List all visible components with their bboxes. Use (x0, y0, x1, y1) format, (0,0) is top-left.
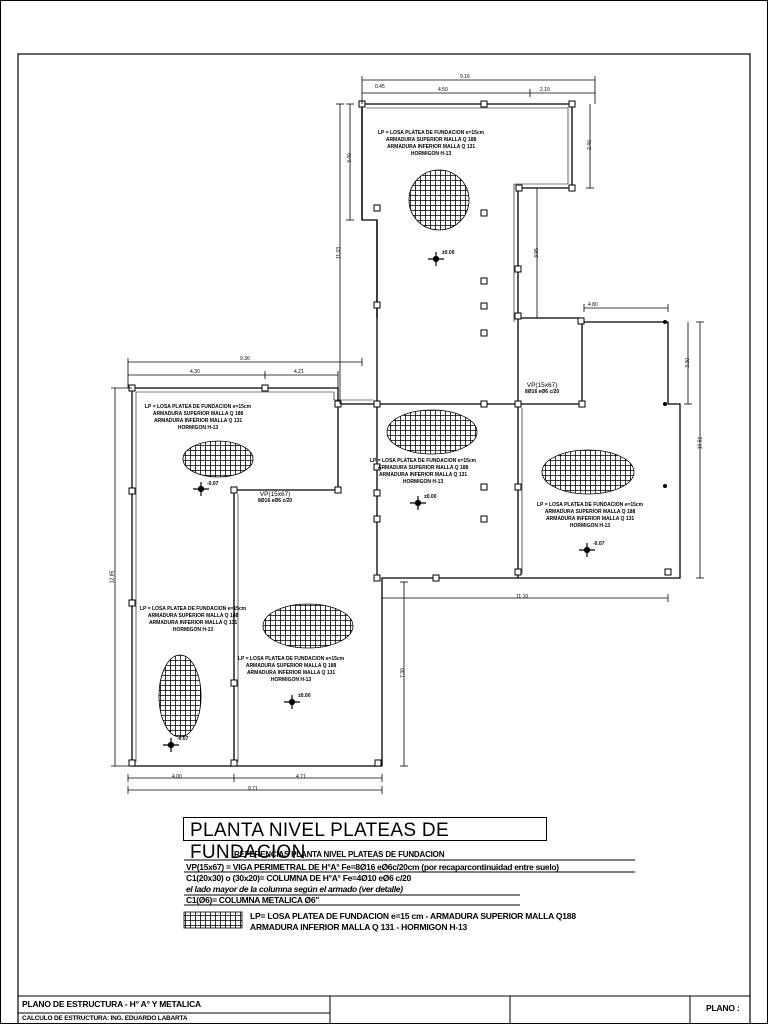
slab-note-line: ARMADURA INFERIOR MALLA Q 131 (545, 516, 635, 522)
slab-note-line: ARMADURA SUPERIOR MALLA Q 188 (377, 465, 469, 471)
dimension-text: 4.00 (172, 774, 182, 780)
slab-note-line: HORMIGON H-13 (177, 425, 219, 431)
slab-note-line: ARMADURA INFERIOR MALLA Q 131 (148, 620, 238, 626)
title-block-plano: PLANO : (706, 1003, 740, 1013)
dimension-text: 3.30 (684, 358, 691, 368)
slab-note-line: LP = LOSA PLATEA DE FUNDACION e=15cm (140, 606, 247, 612)
drawing-frame (17, 53, 751, 1024)
beam-label-name: VP(15x67) (526, 382, 558, 389)
title-block-calc: CALCULO DE ESTRUCTURA: ING. EDUARDO LABA… (22, 1015, 188, 1022)
dimension-text: 10.51 (697, 436, 704, 450)
slab-hatch-center (386, 409, 478, 455)
references-heading: REFERENCIAS PLANTA NIVEL PLATEAS DE FUND… (234, 850, 445, 859)
level-label: ±0.00 (298, 693, 311, 699)
metal-columns (663, 320, 667, 488)
reference-table (184, 859, 635, 906)
legend-hatch-swatch (183, 911, 243, 929)
dimension-text: 12.85 (109, 570, 116, 584)
slab-note: LP = LOSA PLATEA DE FUNDACION e=15cm ARM… (140, 606, 246, 634)
slab-hatch-left (182, 440, 254, 478)
beam-edges (135, 107, 569, 762)
title-block-project: PLANO DE ESTRUCTURA - H° A° Y METALICA (22, 999, 201, 1009)
level-label: -0.07 (207, 481, 219, 487)
dimension-text: 11.03 (336, 246, 343, 260)
slab-hatch-bottom-center (262, 603, 354, 649)
reference-line: C1(Ø6)= COLUMNA METALICA Ø6" (186, 895, 319, 905)
dimension-text: 2.40 (586, 140, 593, 150)
slab-note: LP = LOSA PLATEA DE FUNDACION e=15cm ARM… (378, 130, 484, 158)
slab-note: LP = LOSA PLATEA DE FUNDACION e=15cm ARM… (145, 404, 251, 432)
dimension-text: 4.30 (190, 369, 200, 375)
slab-note-line: ARMADURA INFERIOR MALLA Q 131 (246, 670, 336, 676)
slab-note: LP = LOSA PLATEA DE FUNDACION e=15cm ARM… (370, 458, 476, 486)
slab-note-line: LP = LOSA PLATEA DE FUNDACION e=15cm (378, 130, 485, 136)
dimension-text: 2.10 (540, 87, 550, 93)
slab-note-line: ARMADURA SUPERIOR MALLA Q 188 (152, 411, 244, 417)
slab-note-line: ARMADURA SUPERIOR MALLA Q 188 (147, 613, 239, 619)
dimension-text: 9.36 (240, 356, 250, 362)
dimension-text: 7.30 (399, 668, 406, 678)
slab-note-line: LP = LOSA PLATEA DE FUNDACION e=15cm (238, 656, 345, 662)
beam-label: VP(15x67) 8Ø16 eØ6 c/20 (525, 382, 559, 396)
slab-note-line: HORMIGON H-13 (410, 151, 452, 157)
slab-note: LP = LOSA PLATEA DE FUNDACION e=15cm ARM… (238, 656, 344, 684)
plan-outline (131, 103, 681, 767)
slab-note-line: ARMADURA SUPERIOR MALLA Q 188 (544, 509, 636, 515)
dimension-text: 4.71 (296, 774, 306, 780)
level-label: ±0.00 (442, 250, 455, 256)
slab-note-line: ARMADURA INFERIOR MALLA Q 131 (153, 418, 243, 424)
dimension-text: 3.95 (533, 248, 540, 258)
level-label: -0.07 (177, 736, 189, 742)
slab-note-line: ARMADURA INFERIOR MALLA Q 131 (378, 472, 468, 478)
drawing-title: PLANTA NIVEL PLATEAS DE FUNDACION (190, 820, 449, 863)
level-markers (163, 252, 595, 752)
slab-note-line: LP = LOSA PLATEA DE FUNDACION e=15cm (145, 404, 252, 410)
slab-hatch-right (541, 449, 635, 495)
beam-label: VP(15x67) 8Ø16 eØ6 c/20 (258, 491, 292, 505)
reference-line: C1(20x30) o (30x20)= COLUMNA DE H°A° Fe=… (186, 873, 411, 883)
slab-hatch-top (408, 169, 470, 231)
dimension-text: 0.45 (375, 84, 385, 90)
dimension-text: 4.80 (588, 302, 598, 308)
title-block (18, 995, 750, 1024)
slab-note-line: HORMIGON H-13 (569, 523, 611, 529)
slab-note-line: HORMIGON H-13 (172, 627, 214, 633)
beam-label-rebar: 8Ø16 eØ6 c/20 (525, 389, 560, 395)
slab-note-line: LP = LOSA PLATEA DE FUNDACION e=15cm (370, 458, 477, 464)
legend-line: LP= LOSA PLATEA DE FUNDACION e=15 cm - A… (250, 911, 576, 921)
slab-note: LP = LOSA PLATEA DE FUNDACION e=15cm ARM… (537, 502, 643, 530)
dimension-text: 3.40 (346, 153, 353, 163)
dimension-text: 4.21 (294, 369, 304, 375)
slab-note-line: LP = LOSA PLATEA DE FUNDACION e=15cm (537, 502, 644, 508)
slab-hatches (158, 169, 635, 738)
level-label: ±0.00 (424, 494, 437, 500)
slab-note-line: ARMADURA SUPERIOR MALLA Q 188 (385, 137, 477, 143)
slab-hatch-bottom-left (158, 654, 202, 738)
dimension-text: 9.16 (460, 74, 470, 80)
reference-line: el lado mayor de la columna según el arm… (186, 884, 403, 894)
legend-line: ARMADURA INFERIOR MALLA Q 131 - HORMIGON… (250, 922, 468, 932)
dimension-lines (111, 76, 704, 794)
level-label: -0.07 (593, 541, 605, 547)
reference-line: VP(15x67) = VIGA PERIMETRAL DE H°A° Fe=8… (186, 862, 559, 872)
slab-note-line: HORMIGON H-13 (270, 677, 312, 683)
dimension-text: 11.10 (516, 594, 529, 600)
slab-note-line: HORMIGON H-13 (402, 479, 444, 485)
drawing-title-box: PLANTA NIVEL PLATEAS DE FUNDACION (183, 817, 547, 863)
dimension-text: 9.71 (248, 786, 258, 792)
dimension-text: 4.50 (438, 87, 448, 93)
beam-label-rebar: 8Ø16 eØ6 c/20 (258, 498, 293, 504)
slab-note-line: ARMADURA SUPERIOR MALLA Q 188 (245, 663, 337, 669)
slab-note-line: ARMADURA INFERIOR MALLA Q 131 (386, 144, 476, 150)
beam-label-name: VP(15x67) (259, 491, 291, 498)
